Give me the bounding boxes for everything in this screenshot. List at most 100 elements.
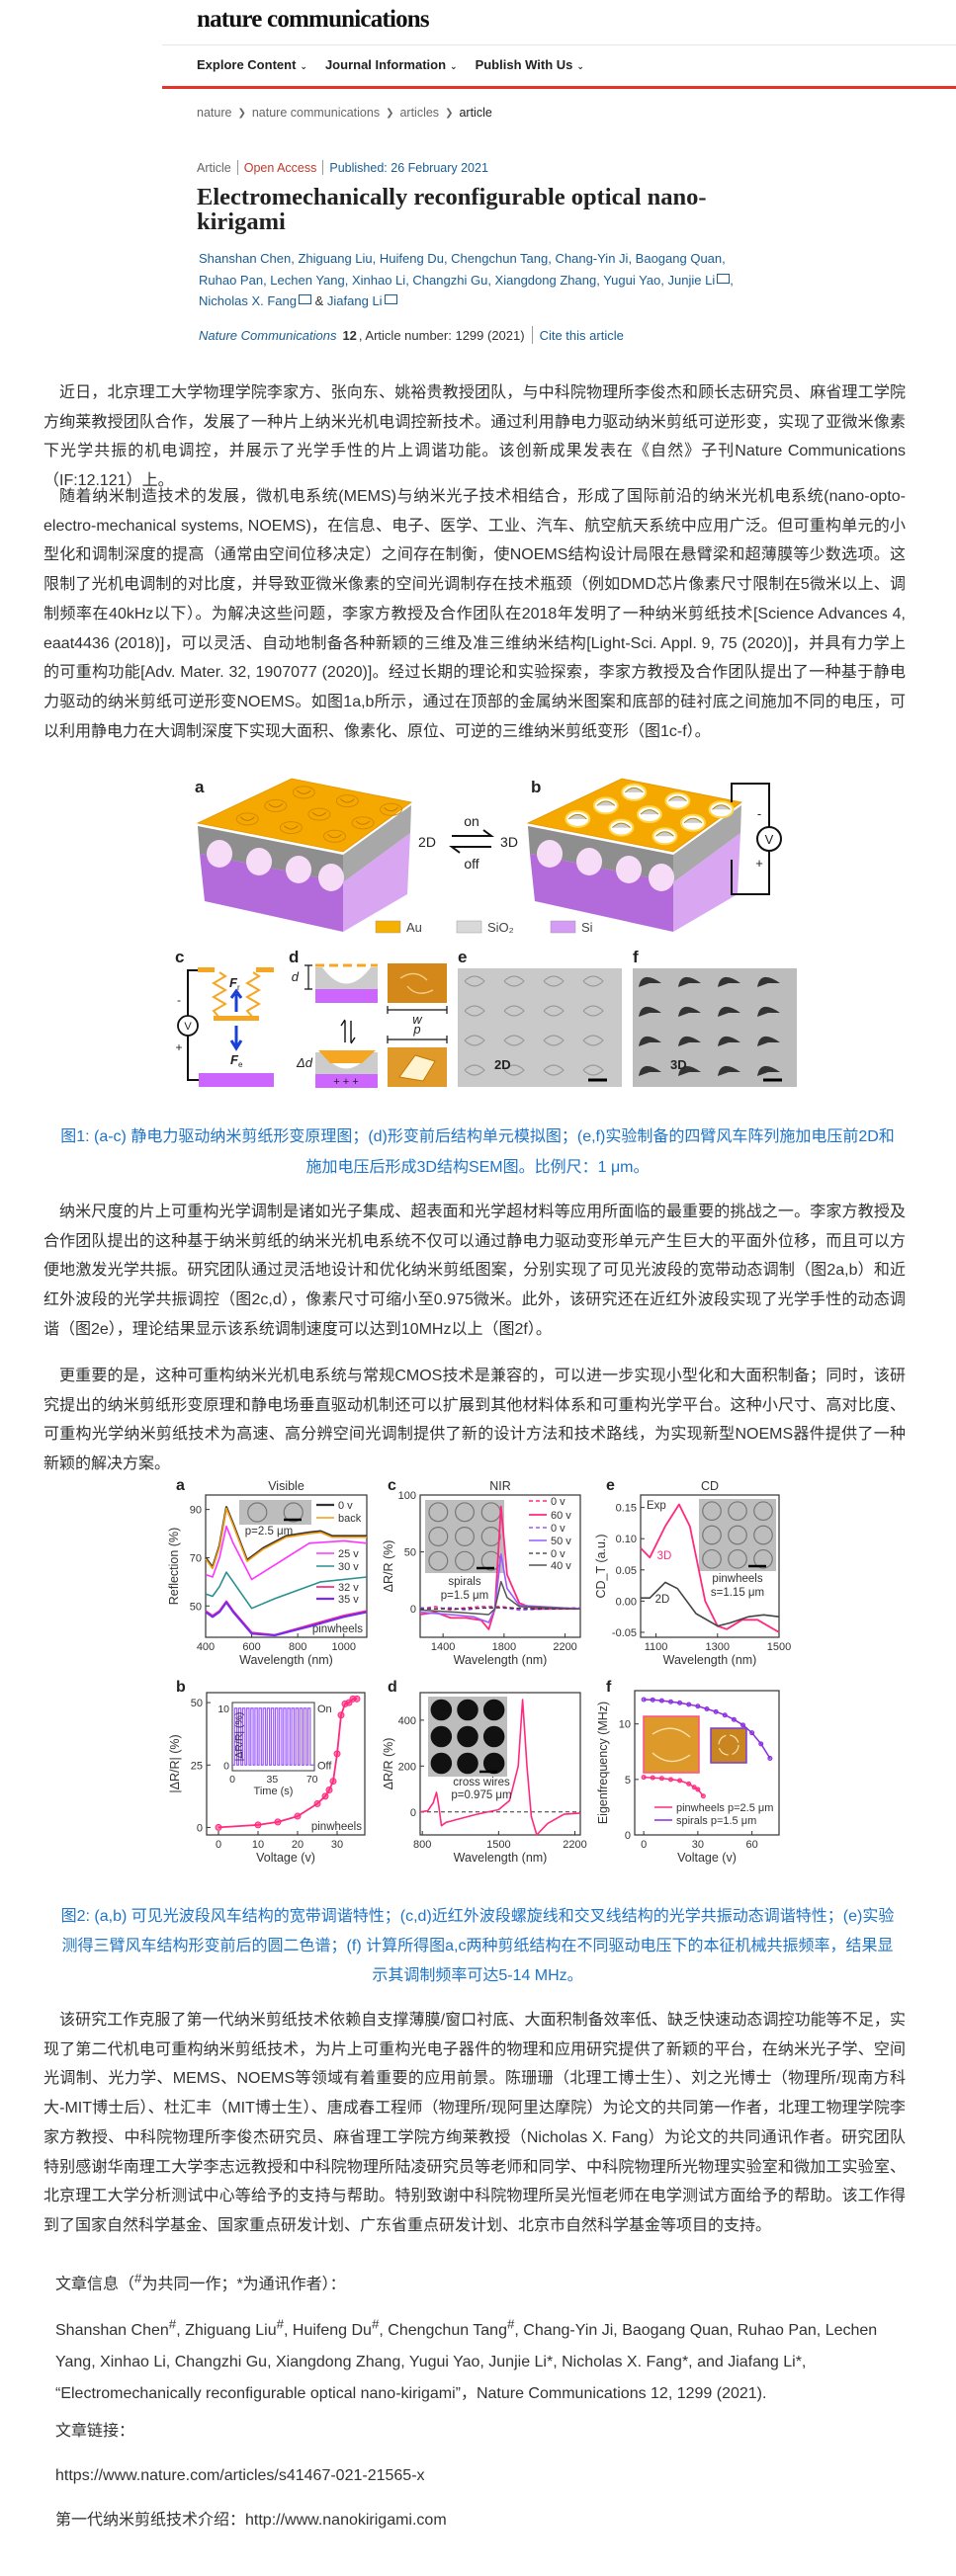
nanokirigami-link[interactable]: http://www.nanokirigami.com — [245, 2512, 447, 2529]
y-tick-label: 70 — [190, 1552, 202, 1564]
sem-swirl — [582, 1064, 604, 1076]
y-tick-label: 50 — [190, 1601, 202, 1613]
spring-icon — [245, 971, 261, 1019]
inset-x-tick-label: 35 — [267, 1774, 279, 1786]
chart-annotation: spirals — [448, 1576, 480, 1588]
figure-1-caption: 图1: (a-c) 静电力驱动纳米剪纸形变原理图；(d)形变前后结构单元模拟图；… — [60, 1128, 895, 1176]
legend-label: 25 v — [338, 1548, 359, 1560]
sem-inset-swirl — [457, 1699, 478, 1721]
author-link[interactable]: Changzhi Gu — [412, 272, 488, 288]
reference-author: Xiangdong Zhang — [275, 2354, 401, 2371]
data-point — [749, 1730, 755, 1736]
journal-name[interactable]: Nature Communications — [199, 327, 337, 343]
citation-line: Nature Communications 12 , Article numbe… — [199, 326, 624, 344]
sem-swirl — [464, 975, 485, 987]
breadcrumb-articles[interactable]: articles — [399, 106, 440, 120]
article-number: , Article number: 1299 (2021) — [358, 327, 525, 343]
article-meta: Article Open Access Published: 26 Februa… — [197, 160, 488, 175]
y-tick-label: 90 — [190, 1505, 202, 1517]
author-link[interactable]: Baogang Quan — [635, 251, 723, 266]
author-link[interactable]: Zhiguang Liu — [298, 251, 373, 266]
author-link[interactable]: Ruhao Pan — [199, 272, 264, 288]
state-2d-label: 2D — [418, 834, 436, 850]
sem-crescent — [639, 976, 661, 987]
paragraph-summary: 该研究工作克服了第一代纳米剪纸技术依赖自支撑薄膜/窗口衬底、大面积制备效率低、缺… — [43, 2012, 906, 2234]
author-link[interactable]: Huifeng Du — [379, 251, 444, 266]
author-link[interactable]: Xinhao Li — [351, 272, 406, 288]
cite-this-article-link[interactable]: Cite this article — [539, 327, 624, 343]
x-tick-label: 800 — [413, 1839, 431, 1851]
chart-title: NIR — [489, 1479, 511, 1493]
mail-icon[interactable] — [717, 273, 731, 284]
mail-icon[interactable] — [384, 294, 397, 304]
series-line-2d — [641, 1581, 780, 1627]
y-tick-label: 0.15 — [616, 1503, 637, 1515]
reference-author: Chengchun Tang — [388, 2322, 507, 2340]
author-link[interactable]: Yugui Yao — [603, 272, 661, 288]
data-point — [691, 1785, 697, 1790]
kirigami-pattern — [718, 1734, 739, 1756]
nav-label: Journal Information — [324, 57, 447, 72]
author-link[interactable]: Chang-Yin Ji — [555, 251, 629, 266]
dim-w-label: w — [412, 1012, 423, 1027]
breadcrumb-nature-communications[interactable]: nature communications — [251, 106, 381, 120]
data-point — [337, 1711, 345, 1719]
arrow-left-icon — [449, 846, 491, 854]
data-point — [325, 1787, 333, 1794]
author-link[interactable]: Junjie Li — [667, 272, 716, 288]
nav-journal-information[interactable]: Journal Information⌄ — [325, 57, 458, 72]
sem-crescent — [718, 1006, 740, 1017]
panel-label-e: e — [458, 948, 467, 966]
kirigami-pattern — [398, 1054, 436, 1082]
sem-inset-swirl — [702, 1548, 722, 1569]
author-link[interactable]: Xiangdong Zhang — [494, 272, 597, 288]
plot-frame — [419, 1692, 581, 1836]
kirigami-cell-2d — [292, 786, 315, 799]
sio2-side-face — [673, 805, 741, 882]
author-link[interactable]: Shanshan Chen — [199, 251, 292, 266]
series-line-30-v — [205, 1571, 368, 1610]
mail-icon[interactable] — [299, 294, 311, 304]
dimension-line — [387, 1036, 448, 1043]
si-front-face — [530, 854, 673, 932]
x-axis-label: Wavelength (nm) — [663, 1653, 757, 1667]
co-first-mark: # — [168, 2317, 177, 2332]
kirigami-arm — [311, 811, 327, 817]
sem-inset-image — [425, 1500, 504, 1573]
author-link[interactable]: Jiafang Li — [326, 293, 383, 308]
data-point — [274, 1818, 282, 1826]
force-electrostatic-label: F — [230, 1052, 239, 1067]
author-link[interactable]: Lechen Yang — [270, 272, 345, 288]
article-link-url[interactable]: https://www.nature.com/articles/s41467-0… — [55, 2467, 425, 2484]
sem-crescent — [639, 1006, 661, 1017]
paragraph-intro: 近日，北京理工大学物理学院李家方、张向东、姚裕贵教授团队，与中科院物理所李俊杰和… — [43, 384, 906, 490]
reference-author: Xinhao Li — [100, 2354, 166, 2371]
kirigami-arm — [327, 833, 342, 839]
nav-publish-with-us[interactable]: Publish With Us⌄ — [476, 57, 584, 72]
kirigami-arm — [596, 800, 616, 806]
paragraph-background: 随着纳米制造技术的发展，微机电系统(MEMS)与纳米光子技术相结合，形成了国际前… — [43, 488, 906, 740]
data-point — [641, 1775, 647, 1781]
minus-terminal: - — [757, 806, 761, 821]
chart-title: CD — [701, 1479, 719, 1493]
journal-logo[interactable]: nature communications — [197, 6, 430, 33]
series-line-35-v — [205, 1601, 368, 1637]
chevron-right-icon: ❯ — [445, 107, 454, 119]
reference: Shanshan Chen#, Zhiguang Liu#, Huifeng D… — [55, 2309, 906, 2410]
nav-explore-content[interactable]: Explore Content⌄ — [197, 57, 307, 72]
si-layer — [315, 1074, 378, 1088]
voltage-symbol: V — [184, 1021, 192, 1033]
reversible-arrows-icon — [340, 1019, 356, 1044]
sem-inset-swirl — [457, 1752, 478, 1775]
sem-2d-label: 2D — [494, 1057, 511, 1072]
author-link[interactable]: Chengchun Tang — [451, 251, 549, 266]
sem-inset-swirl — [283, 1502, 304, 1523]
breadcrumb-nature[interactable]: nature — [197, 106, 232, 120]
kirigami-arm — [640, 809, 659, 815]
data-point — [740, 1722, 745, 1728]
x-tick-label: 400 — [197, 1641, 215, 1653]
circuit-wire — [731, 783, 770, 895]
author-link[interactable]: Nicholas X. Fang — [199, 293, 297, 308]
x-tick-label: 800 — [289, 1641, 306, 1653]
